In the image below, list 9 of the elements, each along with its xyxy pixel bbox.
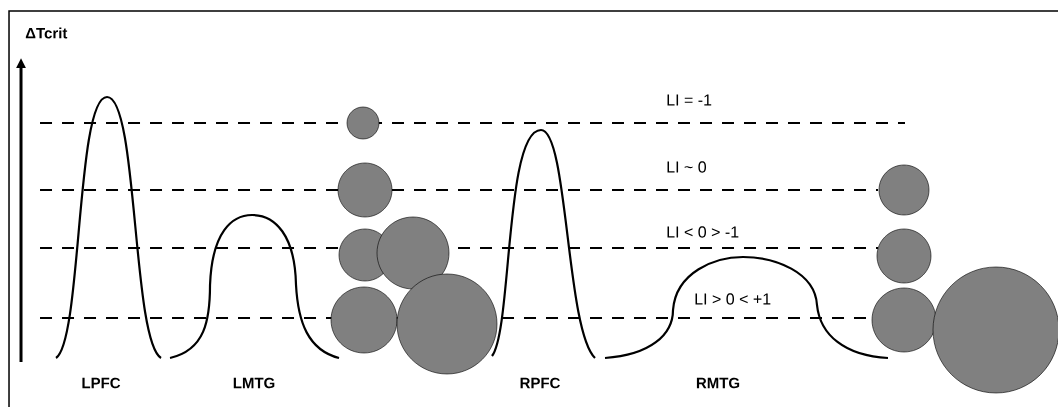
level-label: LI > 0 < +1 [695,293,771,305]
region-label: LPFC [82,377,121,389]
level-label: LI ~ 0 [667,161,707,173]
region-label: LMTG [233,377,275,389]
level-label: LI < 0 > -1 [667,226,739,238]
axis-label: ΔTcrit [25,27,68,39]
region-label: RPFC [520,377,560,389]
level-label: LI = -1 [667,94,712,106]
region-label: RMTG [696,377,740,389]
